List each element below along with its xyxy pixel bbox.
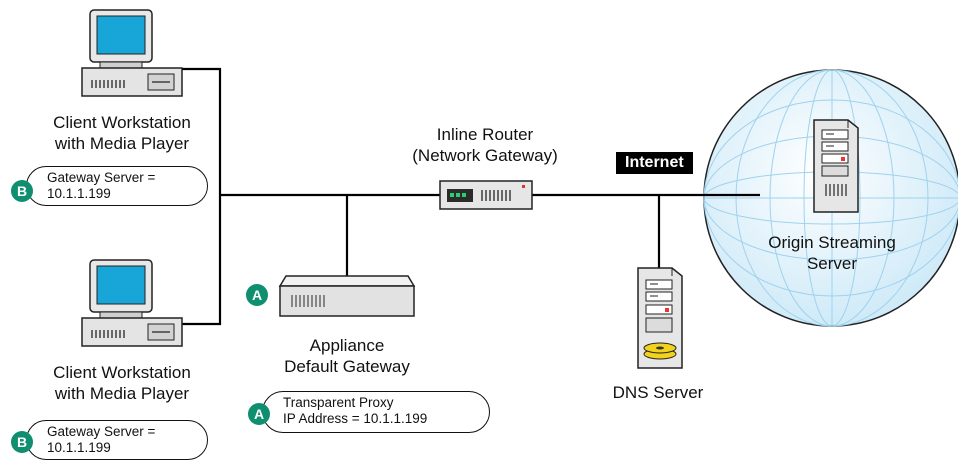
badge-b: B <box>11 431 33 453</box>
client-label-line1: Client Workstation <box>53 113 191 132</box>
proxy-callout-line2: IP Address = 10.1.1.199 <box>283 411 428 426</box>
appliance-icon <box>278 275 416 317</box>
appliance-label: Appliance Default Gateway <box>247 335 447 377</box>
gateway-server-callout: Gateway Server = 10.1.1.199 <box>26 420 208 460</box>
origin-label-line1: Origin Streaming <box>768 233 896 252</box>
client-workstation-label: Client Workstation with Media Player <box>22 362 222 404</box>
appliance-label-line2: Default Gateway <box>284 357 410 376</box>
router-label-line2: (Network Gateway) <box>412 146 558 165</box>
client-label-line1: Client Workstation <box>53 363 191 382</box>
network-wires <box>182 67 760 326</box>
internet-label: Internet <box>616 152 693 174</box>
callout-line1: Gateway Server = <box>47 424 156 439</box>
origin-server-label: Origin Streaming Server <box>740 232 924 274</box>
badge-a: A <box>248 403 270 425</box>
callout-line2: 10.1.1.199 <box>47 186 111 201</box>
client-workstation-label: Client Workstation with Media Player <box>22 112 222 154</box>
badge-b: B <box>11 180 33 202</box>
dns-server-label: DNS Server <box>612 383 704 402</box>
callout-line2: 10.1.1.199 <box>47 440 111 455</box>
client-label-line2: with Media Player <box>54 134 190 153</box>
server-tower-icon <box>813 119 859 213</box>
router-label-line1: Inline Router <box>436 125 534 144</box>
origin-label-line2: Server <box>806 254 858 273</box>
workstation-icon <box>81 259 183 347</box>
client-label-line2: with Media Player <box>54 384 190 403</box>
gateway-server-callout: Gateway Server = 10.1.1.199 <box>26 166 208 206</box>
callout-line1: Gateway Server = <box>47 170 156 185</box>
router-label: Inline Router (Network Gateway) <box>385 124 585 166</box>
transparent-proxy-callout: Transparent Proxy IP Address = 10.1.1.19… <box>262 391 490 433</box>
appliance-label-line1: Appliance <box>309 336 385 355</box>
badge-a: A <box>246 284 268 306</box>
server-tower-icon <box>637 267 683 369</box>
proxy-callout-line1: Transparent Proxy <box>283 395 394 410</box>
router-icon <box>439 180 533 210</box>
workstation-icon <box>81 9 183 97</box>
